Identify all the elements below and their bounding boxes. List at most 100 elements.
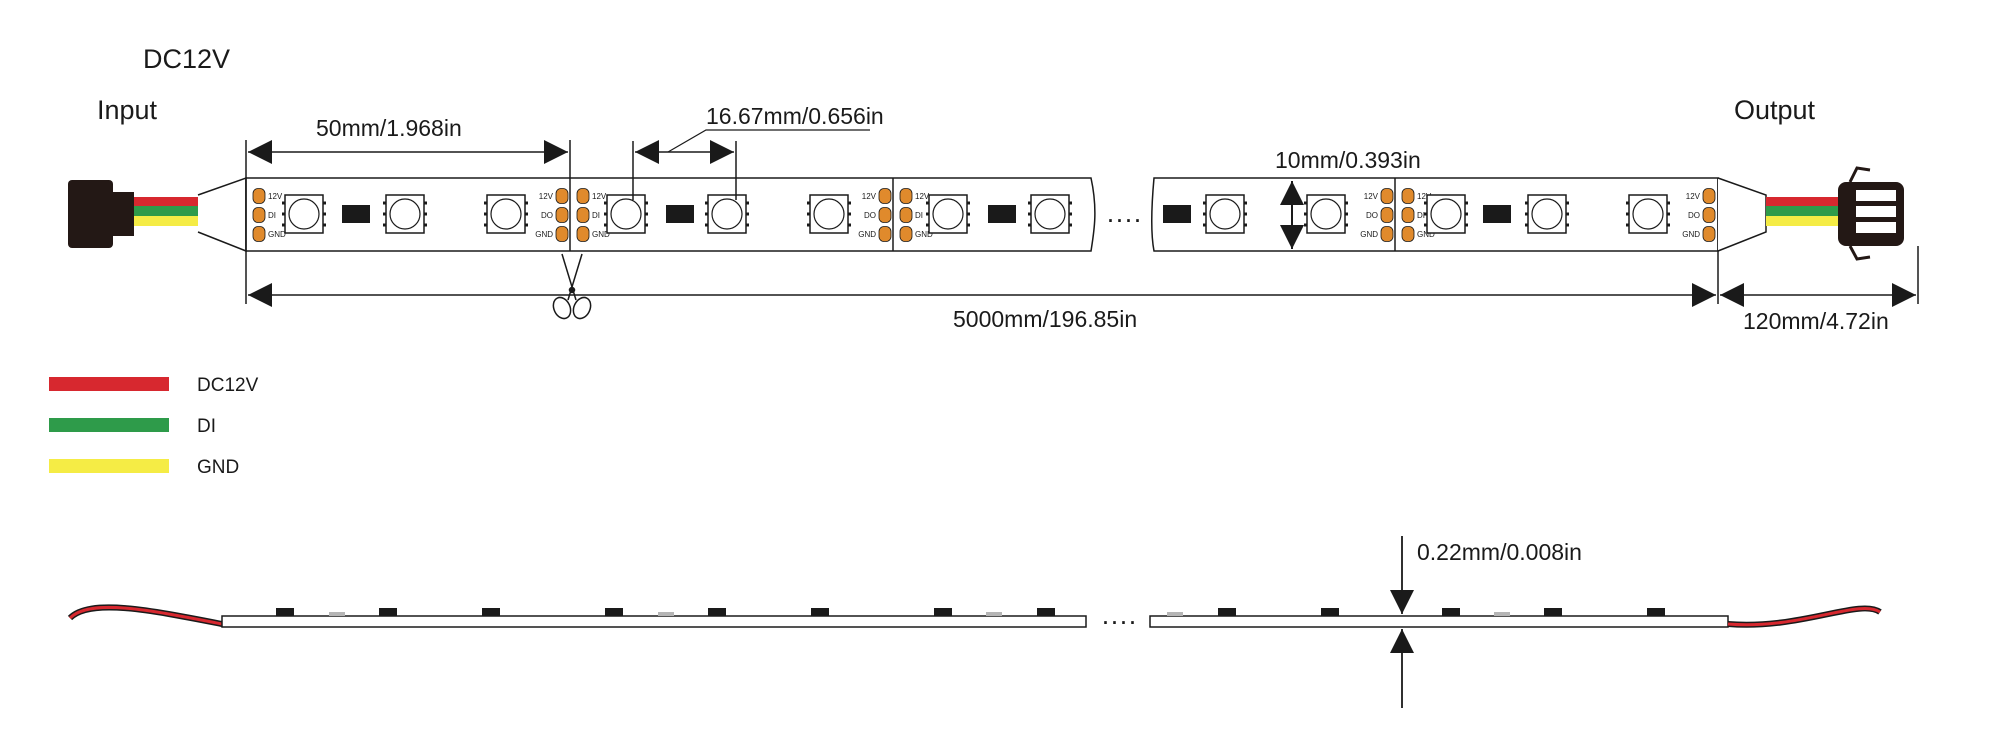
side-ic [1494,612,1510,616]
led-pin [1028,201,1031,205]
side-chip [1037,608,1055,616]
led-lens [932,198,964,230]
legend-label: DC12V [197,375,259,396]
led-pin [645,212,648,216]
side-chip [1321,608,1339,616]
pad-label: 12V [592,192,607,201]
led-pin [282,201,285,205]
dimension-cut-unit: 50mm/1.968in [245,115,571,178]
led-pin [705,201,708,205]
led-pin [1069,201,1072,205]
led-pin [746,223,749,227]
led-pin [1626,212,1629,216]
solder-pad [555,226,569,242]
input-label: Input [97,95,158,125]
pad-label: DO [1366,211,1378,220]
led-pin [383,223,386,227]
led-pin [1626,223,1629,227]
led-pin [323,223,326,227]
led-pin [604,201,607,205]
led-pin [1465,212,1468,216]
led-pin [1304,201,1307,205]
output-wire-yellow [1766,216,1838,226]
side-view: ···· [67,604,1882,636]
side-chip [1218,608,1236,616]
voltage-label: DC12V [143,44,230,74]
side-chip [708,608,726,616]
led-pin [645,201,648,205]
led-pin [282,212,285,216]
solder-pad [252,207,266,223]
ic-chip [1483,205,1511,223]
led-pin [807,201,810,205]
led-pin [1345,201,1348,205]
led-pin [604,212,607,216]
led-pin [1525,223,1528,227]
pad-label: DI [1417,211,1425,220]
led-lens [1209,198,1241,230]
solder-pad [1401,188,1415,204]
solder-pad [252,226,266,242]
pad-label: GND [592,230,610,239]
output-label: Output [1734,95,1816,125]
pad-label: 12V [1686,192,1701,201]
led-pin [926,201,929,205]
led-pin [1525,201,1528,205]
led-pin [424,201,427,205]
solder-pad [878,207,892,223]
output-wire-green [1766,206,1838,216]
led-pin [807,212,810,216]
led-pin [926,223,929,227]
dimension-led-pitch: 16.67mm/0.656in [632,103,884,200]
pad-label: DI [268,211,276,220]
pad-label: DO [864,211,876,220]
dimension-strip-width: 10mm/0.393in [1275,147,1421,249]
solder-pad [899,188,913,204]
led-lens [389,198,421,230]
strip-ellipsis: ···· [1106,204,1142,234]
input-connector [68,176,247,253]
input-wire-green [134,206,198,216]
led-pitch-label: 16.67mm/0.656in [706,103,884,129]
led-pin [424,223,427,227]
led-pin [1304,212,1307,216]
pad-label: GND [1682,230,1700,239]
pad-label: 12V [1417,192,1432,201]
led-pin [1424,212,1427,216]
side-chip [482,608,500,616]
dimension-thickness: 0.22mm/0.008in [1390,536,1582,708]
solder-pad [555,207,569,223]
led-pin [1465,223,1468,227]
solder-pad [1702,188,1716,204]
led-pin [1203,201,1206,205]
side-ic [329,612,345,616]
led-pin [1424,223,1427,227]
strip-width-label: 10mm/0.393in [1275,147,1421,173]
side-chip [1544,608,1562,616]
led-pin [1626,201,1629,205]
led-pin [705,223,708,227]
led-pin [1244,223,1247,227]
solder-pad [1380,207,1394,223]
pad-label: GND [858,230,876,239]
output-connector [1717,166,1904,261]
led-pin [1069,223,1072,227]
output-wire-red [1766,197,1838,206]
ic-chip [988,205,1016,223]
solder-pad [576,188,590,204]
led-lens [490,198,522,230]
led-pin [926,212,929,216]
lead-length-label: 120mm/4.72in [1743,308,1889,334]
solder-pad [878,188,892,204]
side-chip [379,608,397,616]
led-lens [813,198,845,230]
led-pin [1244,212,1247,216]
led-pin [323,212,326,216]
led-lens [1632,198,1664,230]
led-pin [848,212,851,216]
side-chip [1647,608,1665,616]
solder-pad [1380,226,1394,242]
solder-pad [252,188,266,204]
